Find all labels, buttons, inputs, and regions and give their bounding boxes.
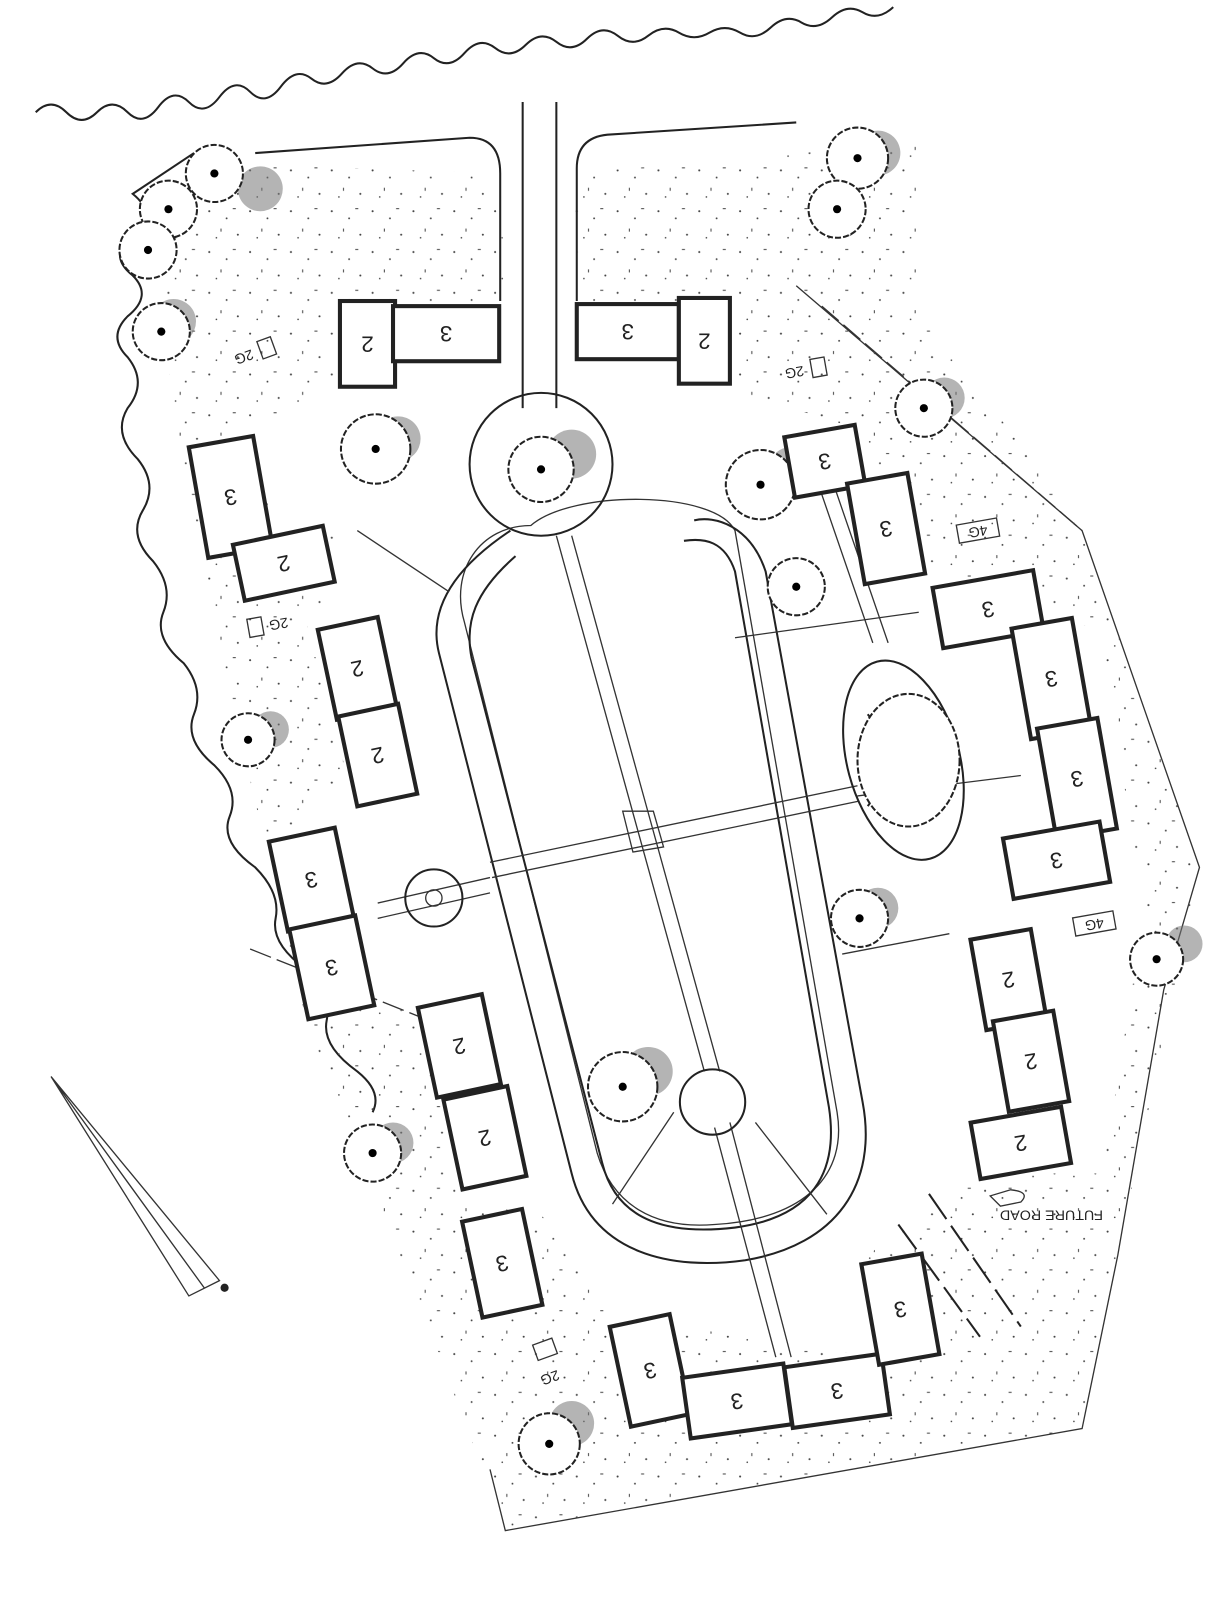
unit: 3 (266, 825, 357, 934)
unit: 2 (676, 295, 732, 386)
interior-lawn (459, 498, 840, 1226)
tree-icon (766, 557, 826, 617)
unit: 2 (335, 701, 420, 809)
svg-text:2G: 2G (538, 1366, 561, 1388)
svg-text:2: 2 (476, 1124, 493, 1151)
svg-text:2: 2 (1013, 1129, 1030, 1156)
unit: 3 (858, 1251, 942, 1368)
fountain-circle (678, 1068, 747, 1136)
unit: 2 (337, 298, 398, 389)
unit: 2 (968, 926, 1050, 1033)
unit: 3 (286, 913, 377, 1022)
svg-text:3: 3 (1069, 765, 1086, 792)
unit: 3 (574, 302, 681, 362)
tree-icon (131, 298, 196, 362)
tree-icon (342, 1122, 414, 1183)
entrance-road-left-curve (255, 136, 502, 302)
svg-text:2: 2 (698, 328, 710, 353)
unit: 3 (607, 1311, 694, 1430)
svg-text:2G: 2G (784, 362, 806, 381)
tree-icon (829, 887, 899, 948)
unit: 2 (315, 614, 400, 723)
garage: 4G (955, 517, 1001, 544)
unit: 3 (781, 422, 868, 500)
small-circle-inner (425, 889, 443, 907)
unit: 2 (968, 1104, 1074, 1182)
entrance-circle (468, 391, 614, 537)
large-tree-crown (856, 692, 961, 828)
entrance-road-right-curve (575, 121, 797, 302)
unit: 3 (459, 1206, 545, 1320)
unit: 3 (781, 1351, 893, 1431)
unit: 3 (1034, 715, 1120, 842)
svg-text:3: 3 (222, 484, 239, 511)
svg-text:2: 2 (349, 655, 366, 682)
tree-icon (586, 1046, 673, 1123)
tree-icon (339, 413, 421, 485)
future-road-lines (897, 1193, 1022, 1338)
svg-text:4G: 4G (967, 521, 989, 540)
tree-icon (118, 220, 178, 280)
tree-icon (184, 143, 283, 212)
north-arrow-icon (50, 1076, 229, 1297)
unit: 2 (440, 1083, 529, 1192)
svg-text:3: 3 (980, 596, 997, 623)
cross-path (489, 535, 860, 1072)
svg-text:2: 2 (451, 1032, 468, 1059)
unit: 3 (1009, 615, 1094, 742)
units: 2 3 3 2 3 2 2 2 3 3 2 2 3 3 3 3 3 3 3 3 … (186, 295, 1120, 1441)
svg-text:3: 3 (303, 866, 320, 893)
svg-text:3: 3 (622, 319, 634, 344)
future-road-arrow (988, 1189, 1025, 1207)
svg-text:3: 3 (892, 1296, 909, 1323)
garages: 2G 2G 2G 2G 4G 4G (232, 335, 1117, 1388)
tree-icon (507, 429, 597, 504)
svg-text:3: 3 (829, 1378, 845, 1404)
unit: 3 (390, 304, 502, 364)
tree-icon (894, 377, 965, 438)
future-road-label: FUTURE ROAD (1000, 1206, 1103, 1222)
garage: 2G (246, 614, 290, 639)
loop-road-outer (435, 518, 867, 1265)
tree-icon (807, 179, 867, 239)
unit: 3 (1000, 819, 1113, 902)
small-circle (404, 868, 464, 928)
tree-icon (517, 1401, 595, 1476)
svg-text:3: 3 (1048, 847, 1065, 874)
tree-icon (1129, 925, 1203, 987)
trees (118, 126, 1203, 1476)
garage: 2G (531, 1337, 561, 1388)
unit: 2 (990, 1008, 1072, 1115)
unit: 3 (679, 1361, 795, 1441)
svg-text:3: 3 (1043, 665, 1060, 692)
garage: 2G (232, 335, 278, 367)
svg-text:3: 3 (878, 515, 895, 542)
landscape-area (153, 142, 1200, 1531)
svg-text:3: 3 (729, 1388, 745, 1414)
svg-text:2: 2 (361, 331, 373, 356)
unit: 3 (844, 470, 928, 587)
svg-text:2G: 2G (232, 345, 255, 367)
svg-text:3: 3 (817, 448, 834, 475)
garage: 2G (784, 356, 828, 381)
svg-text:3: 3 (440, 321, 452, 346)
svg-text:3: 3 (642, 1357, 659, 1384)
tree-icon (220, 711, 289, 768)
svg-text:3: 3 (494, 1250, 511, 1277)
svg-text:2: 2 (275, 550, 292, 577)
top-wavy-boundary (35, 6, 894, 121)
loop-road-inner (468, 538, 832, 1231)
svg-text:2: 2 (1000, 966, 1017, 993)
garage: 4G (1071, 910, 1117, 937)
unit: 2 (415, 991, 504, 1101)
svg-text:2G: 2G (268, 614, 290, 633)
svg-text:3: 3 (323, 954, 340, 981)
entrance-road (521, 102, 558, 409)
svg-text:4G: 4G (1084, 914, 1106, 933)
svg-text:2: 2 (369, 742, 386, 769)
tree-icon (825, 126, 901, 190)
svg-text:2: 2 (1023, 1048, 1040, 1075)
unit: 2 (230, 523, 338, 604)
